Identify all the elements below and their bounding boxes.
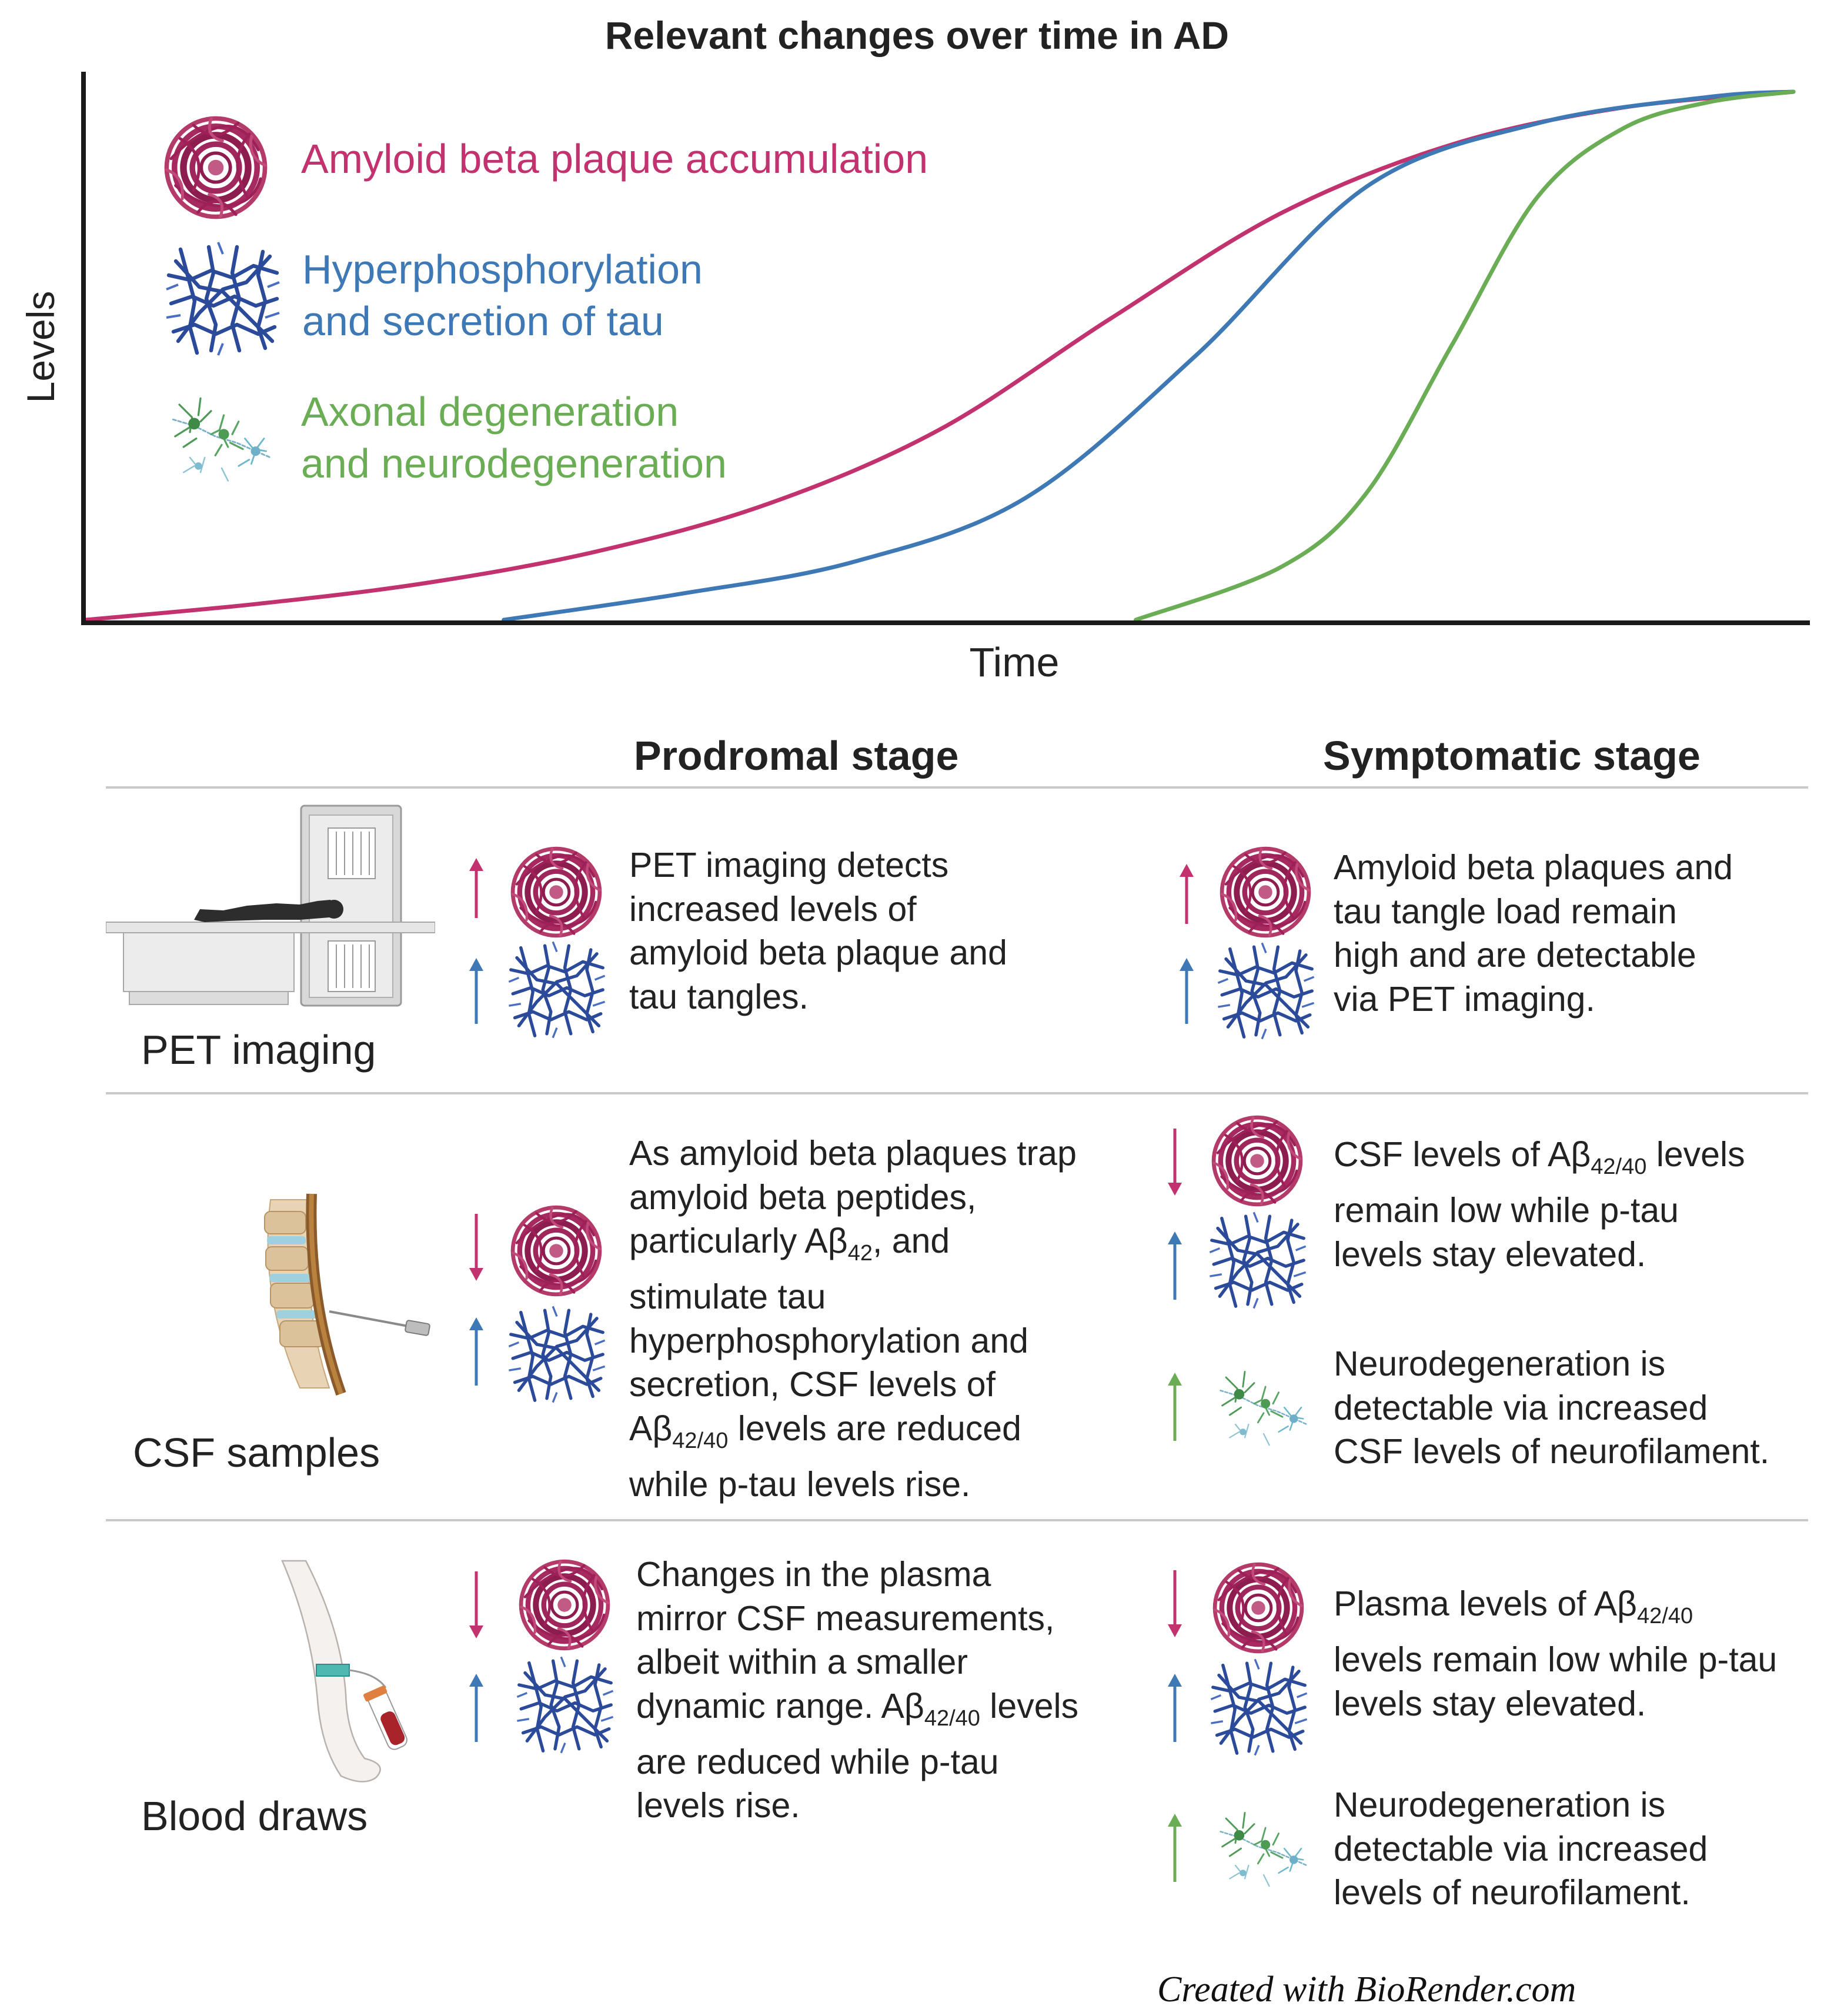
amyloid-plaque-icon bbox=[160, 112, 272, 223]
amyloid-plaque-icon bbox=[1216, 843, 1315, 942]
amyloid-plaque-icon bbox=[507, 843, 606, 942]
divider bbox=[106, 1519, 1808, 1521]
arrow-up-neuro-icon bbox=[1168, 1373, 1182, 1441]
arrow-down-amyloid-icon bbox=[469, 1571, 483, 1638]
blood-symptomatic-text-b: Neurodegeneration is detectable via incr… bbox=[1334, 1785, 1708, 1912]
amyloid-plaque-icon bbox=[1209, 1558, 1308, 1657]
footer-credit: Created with BioRender.com bbox=[1157, 1970, 1576, 2010]
legend-tau: Hyperphosphorylation and secretion of ta… bbox=[302, 246, 703, 344]
arm-blood-draw-icon bbox=[281, 1560, 407, 1783]
arrow-down-amyloid-icon bbox=[1168, 1129, 1182, 1196]
tau-tangle-icon bbox=[1203, 1657, 1315, 1757]
series-line-neuro bbox=[1134, 89, 1796, 622]
chart-plot: Levels Time bbox=[19, 72, 1810, 685]
csf-symptomatic-text-b: Neurodegeneration is detectable via incr… bbox=[1334, 1344, 1770, 1471]
neuron-icon bbox=[154, 383, 289, 489]
chart-title: Relevant changes over time in AD bbox=[604, 14, 1230, 57]
divider bbox=[106, 786, 1808, 789]
amyloid-plaque-icon bbox=[1208, 1112, 1307, 1210]
tau-tangle-icon bbox=[1202, 1210, 1314, 1310]
pet-symptomatic-text: Amyloid beta plaques and tau tangle load… bbox=[1334, 848, 1733, 1019]
x-axis-label: Time bbox=[970, 639, 1060, 685]
tau-tangle-icon bbox=[1210, 941, 1322, 1041]
arrow-down-amyloid-icon bbox=[469, 1214, 483, 1281]
amyloid-plaque-icon bbox=[515, 1556, 614, 1654]
arrow-up-tau-icon bbox=[469, 1317, 483, 1386]
blood-symptomatic-text-a: Plasma levels of Aβ42/40 levels remain l… bbox=[1334, 1584, 1778, 1723]
symptomatic-stage-header: Symptomatic stage bbox=[1323, 733, 1701, 779]
arrow-up-tau-icon bbox=[469, 1674, 483, 1742]
neuron-icon bbox=[1219, 1811, 1308, 1888]
pet-prodromal-text: PET imaging detects increased levels of … bbox=[629, 846, 1007, 1016]
legend-amyloid: Amyloid beta plaque accumulation bbox=[301, 136, 928, 182]
arrow-up-tau-icon bbox=[1180, 958, 1194, 1024]
arrow-down-amyloid-icon bbox=[1168, 1570, 1182, 1637]
pet-scanner-icon bbox=[106, 805, 435, 1007]
arrow-up-tau-icon bbox=[1168, 1674, 1182, 1742]
tau-tangle-icon bbox=[158, 240, 288, 358]
csf-prodromal-text: As amyloid beta plaques trap amyloid bet… bbox=[629, 1134, 1077, 1504]
legend-neuro: Axonal degeneration and neurodegeneratio… bbox=[301, 389, 727, 486]
series-line-tau bbox=[502, 89, 1796, 622]
csf-symptomatic-text-a: CSF levels of Aβ42/40 levels remain low … bbox=[1334, 1135, 1745, 1274]
arrow-up-neuro-icon bbox=[1168, 1814, 1182, 1882]
row-label-pet: PET imaging bbox=[141, 1027, 376, 1073]
arrow-up-amyloid-icon bbox=[1180, 864, 1194, 924]
row-label-blood: Blood draws bbox=[141, 1793, 368, 1839]
amyloid-plaque-icon bbox=[507, 1201, 606, 1300]
divider bbox=[106, 1092, 1808, 1094]
arrow-up-amyloid-icon bbox=[469, 858, 483, 918]
blood-prodromal-text: Changes in the plasma mirror CSF measure… bbox=[636, 1555, 1079, 1825]
tau-tangle-icon bbox=[509, 1655, 621, 1755]
spine-needle-icon bbox=[264, 1193, 430, 1396]
y-axis-label: Levels bbox=[19, 291, 62, 403]
tau-tangle-icon bbox=[501, 940, 613, 1040]
neuron-icon bbox=[1219, 1370, 1308, 1447]
prodromal-stage-header: Prodromal stage bbox=[634, 733, 959, 779]
tau-tangle-icon bbox=[501, 1304, 613, 1404]
arrow-up-tau-icon bbox=[469, 958, 483, 1024]
row-label-csf: CSF samples bbox=[133, 1430, 380, 1476]
arrow-up-tau-icon bbox=[1168, 1231, 1182, 1300]
